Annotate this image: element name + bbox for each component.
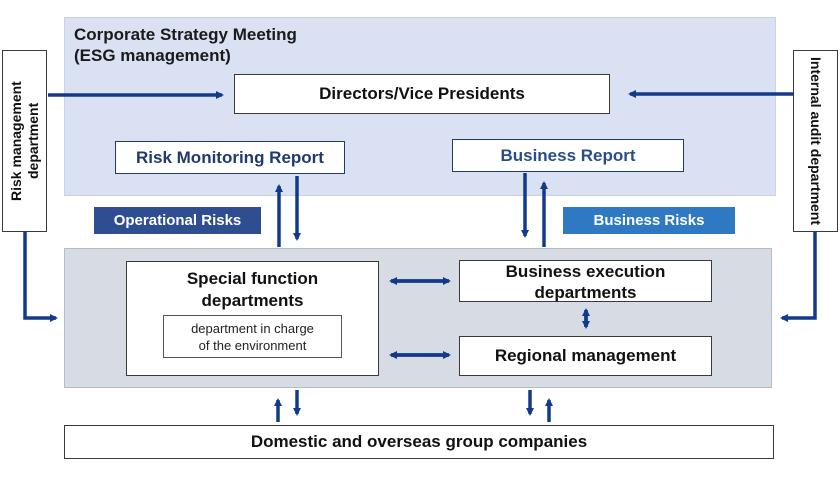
special-dept-line1: Special function [186, 269, 319, 288]
risk-management-department-box: Risk management department [2, 50, 47, 232]
business-risks-tag: Business Risks [563, 207, 735, 234]
internal-audit-department-label: Internal audit department [808, 56, 824, 226]
business-exec-line1: Business execution [505, 262, 666, 281]
business-exec-line2: departments [534, 283, 637, 302]
directors-box: Directors/Vice Presidents [234, 74, 610, 114]
meeting-title: Corporate Strategy Meeting (ESG manageme… [74, 24, 297, 66]
arrow-audit-to-departments [780, 232, 817, 322]
group-companies-box: Domestic and overseas group companies [64, 425, 774, 459]
meeting-title-line1: Corporate Strategy Meeting [74, 25, 297, 44]
directors-label: Directors/Vice Presidents [319, 84, 525, 103]
risk-monitoring-report-label: Risk Monitoring Report [136, 147, 324, 167]
environment-department-box: department in charge of the environment [163, 315, 342, 358]
business-report-box: Business Report [452, 139, 684, 172]
meeting-title-line2: (ESG management) [74, 46, 231, 65]
risk-monitoring-report-box: Risk Monitoring Report [115, 141, 345, 174]
business-execution-departments-box: Business execution departments [459, 260, 712, 302]
operational-risks-tag: Operational Risks [94, 207, 261, 234]
special-dept-line2: departments [201, 291, 304, 310]
group-companies-label: Domestic and overseas group companies [250, 432, 588, 451]
arrow-riskmgmt-to-departments [23, 232, 58, 322]
business-risks-label: Business Risks [593, 212, 705, 229]
internal-audit-department-box: Internal audit department [793, 50, 838, 232]
business-report-label: Business Report [500, 145, 636, 165]
env-dept-line1: department in charge [191, 321, 314, 336]
env-dept-line2: of the environment [198, 338, 307, 353]
operational-risks-label: Operational Risks [113, 212, 242, 229]
regional-management-label: Regional management [494, 346, 677, 365]
regional-management-box: Regional management [459, 336, 712, 376]
